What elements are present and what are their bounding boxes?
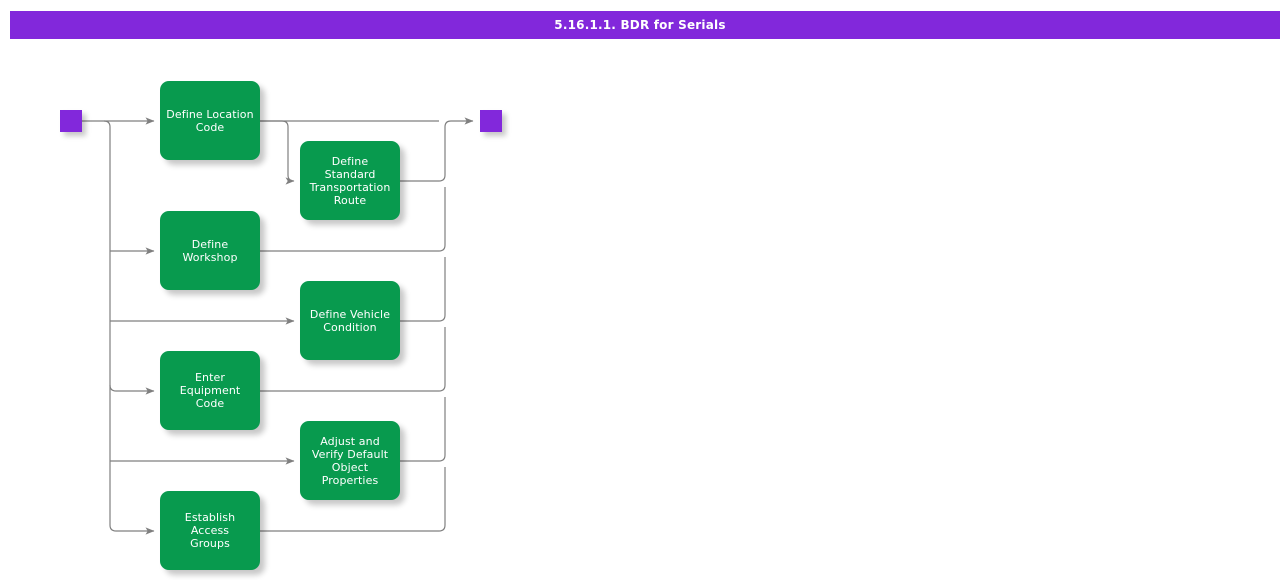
node-label: Define Location Code [166,107,254,134]
node-label: Establish Access Groups [184,511,236,550]
node-label: Define Vehicle Condition [309,307,391,334]
node-define-location-code[interactable]: Define Location Code [160,81,260,160]
edge-define-standard-transportation-route-to-end [400,127,446,182]
end-terminator[interactable] [480,110,502,132]
node-label: Enter Equipment Code [179,371,241,410]
edge-start-to-enter-equipment-code [109,384,155,395]
edge-merge-rail-to-end [444,117,474,128]
edge-define-vehicle-condition-to-end [400,257,446,322]
edge-define-location-code-to-define-standard-transportation-route [260,120,295,185]
node-define-standard-transportation-route[interactable]: Define Standard Transportation Route [300,141,400,220]
node-define-vehicle-condition[interactable]: Define Vehicle Condition [300,281,400,360]
node-define-workshop[interactable]: Define Workshop [160,211,260,290]
node-enter-equipment-code[interactable]: Enter Equipment Code [160,351,260,430]
edge-trunk-vertical [103,120,117,532]
start-terminator[interactable] [60,110,82,132]
node-establish-access-groups[interactable]: Establish Access Groups [160,491,260,570]
edge-adjust-and-verify-default-object-properties-to-end [400,397,446,462]
node-label: Adjust and Verify Default Object Propert… [311,434,389,487]
node-adjust-and-verify-default-object-properties[interactable]: Adjust and Verify Default Object Propert… [300,421,400,500]
node-label: Define Standard Transportation Route [309,154,391,207]
page-title: 5.16.1.1. BDR for Serials [554,18,726,32]
node-label: Define Workshop [182,237,238,264]
title-bar: 5.16.1.1. BDR for Serials [10,11,1280,39]
